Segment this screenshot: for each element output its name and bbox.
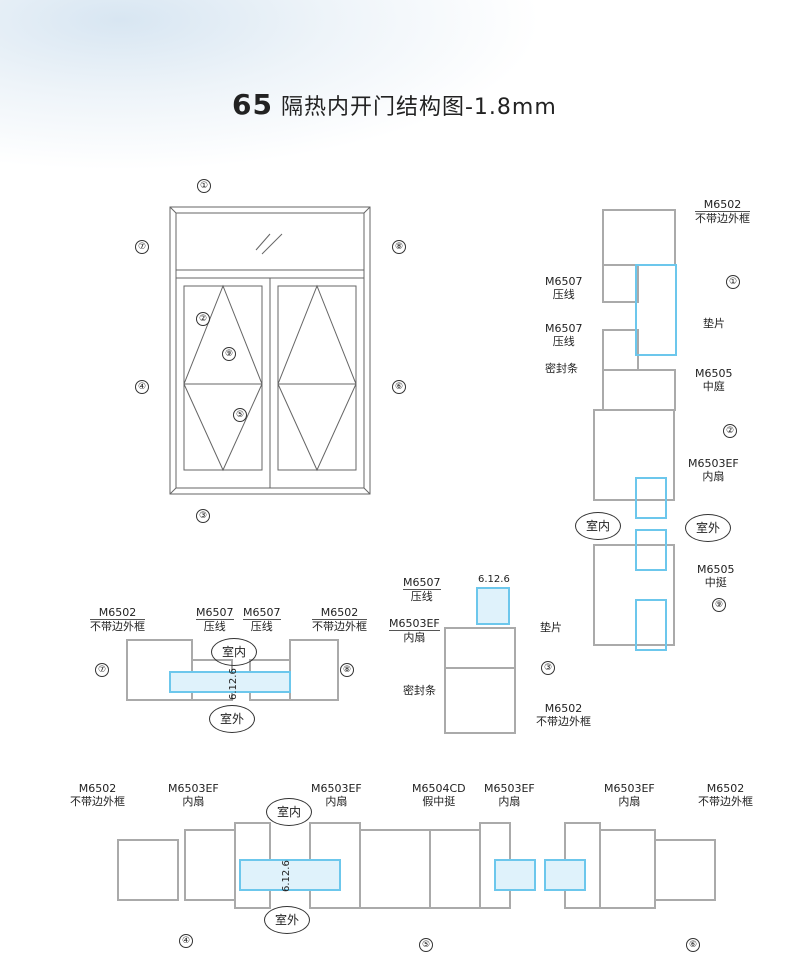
callout-seal-strip: 密封条 [403,684,436,697]
vertical-section-profile [593,209,677,651]
outdoor-label: 室外 [209,705,255,733]
bottom-section-profile [117,822,716,909]
marker-5: ⑤ [233,408,247,422]
callout-shim: 垫片 [703,317,725,330]
marker-4: ④ [179,934,193,948]
marker-7: ⑦ [95,663,109,677]
left-section-profile [126,639,339,701]
indoor-label: 室内 [211,638,257,666]
marker-6: ⑥ [392,380,406,394]
marker-9: ⑨ [222,347,236,361]
marker-8: ⑧ [340,663,354,677]
indoor-label: 室内 [575,512,621,540]
marker-5: ⑤ [419,938,433,952]
outdoor-label: 室外 [264,906,310,934]
callout-seal-strip: 密封条 [545,362,578,375]
glass-dimension: 6.12.6 [281,860,292,892]
marker-8: ⑧ [392,240,406,254]
background-gradient [0,0,800,200]
outdoor-label: 室外 [685,514,731,542]
marker-6: ⑥ [686,938,700,952]
glass-dimension: 6.12.6 [478,574,510,585]
marker-4: ④ [135,380,149,394]
marker-9: ⑨ [712,598,726,612]
marker-2: ② [723,424,737,438]
marker-3: ③ [541,661,555,675]
marker-1: ① [197,179,211,193]
mid-section-profile [444,587,516,734]
marker-1: ① [726,275,740,289]
callout-shim: 垫片 [540,621,562,634]
indoor-label: 室内 [266,798,312,826]
marker-2: ② [196,312,210,326]
marker-3: ③ [196,509,210,523]
marker-7: ⑦ [135,240,149,254]
door-elevation [169,206,371,495]
glass-dimension: 6.12.6 [228,668,239,700]
